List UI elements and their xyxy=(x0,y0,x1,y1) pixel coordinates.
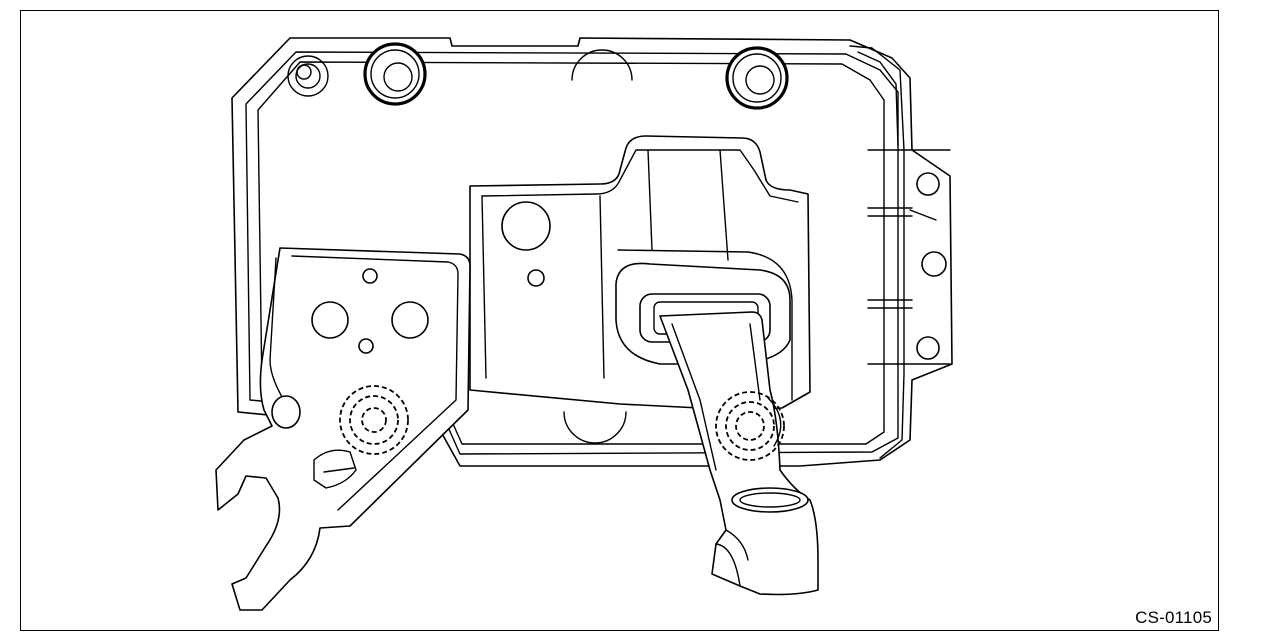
flange-boss-top xyxy=(916,172,940,196)
mounting-bolt-hole xyxy=(287,42,789,110)
figure-code: CS-01105 xyxy=(1135,608,1212,627)
flange-boss-bottom xyxy=(916,336,940,360)
pivot-pin-dashed xyxy=(339,385,785,461)
flange-boss-middle xyxy=(921,251,947,277)
left-select-lever xyxy=(215,247,471,611)
right-shift-lever xyxy=(659,311,819,596)
